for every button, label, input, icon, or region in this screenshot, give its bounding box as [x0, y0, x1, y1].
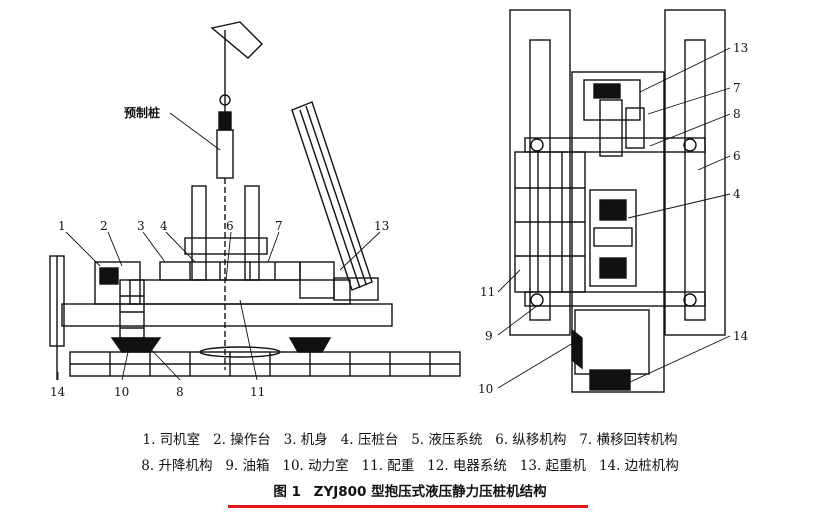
legend-item: 13. 起重机	[519, 458, 587, 474]
label-10: 10	[114, 385, 129, 399]
legend-item: 3. 机身	[283, 432, 328, 448]
legend-item: 7. 横移回转机构	[579, 432, 678, 448]
label-13: 13	[374, 219, 389, 233]
label-r13: 13	[733, 41, 748, 55]
legend-item: 11. 配重	[361, 458, 415, 474]
legend-item: 10. 动力室	[282, 458, 349, 474]
label-r9: 9	[485, 329, 493, 343]
precast-pile-label: 预制桩	[124, 105, 160, 120]
legend-line-1: 1. 司机室 2. 操作台 3. 机身 4. 压桩台 5. 液压系统 6. 纵移…	[0, 428, 820, 448]
legend-item: 12. 电器系统	[427, 458, 507, 474]
label-2: 2	[100, 219, 108, 233]
legend-item: 9. 油箱	[225, 458, 270, 474]
legend-item: 5. 液压系统	[411, 432, 483, 448]
label-r11: 11	[480, 285, 495, 299]
legend-item: 8. 升降机构	[141, 458, 213, 474]
label-1: 1	[58, 219, 66, 233]
legend-item: 1. 司机室	[142, 432, 201, 448]
red-underline	[228, 505, 588, 508]
label-8: 8	[176, 385, 184, 399]
top-view	[509, 9, 726, 393]
label-11: 11	[250, 385, 265, 399]
label-3: 3	[137, 219, 145, 233]
label-r4: 4	[733, 187, 741, 201]
label-4: 4	[160, 219, 168, 233]
figure-number: 图 1	[273, 484, 301, 500]
side-view	[49, 21, 461, 380]
label-14: 14	[50, 385, 66, 399]
label-r6: 6	[733, 149, 741, 163]
machine-structure-diagram: 1 2 3 4 6 7 13 14 10 8 11 预制桩 13 7 8 6 4…	[49, 9, 749, 399]
label-6: 6	[226, 219, 234, 233]
legend-item: 2. 操作台	[213, 432, 271, 448]
legend-item: 6. 纵移机构	[495, 432, 567, 448]
label-r14: 14	[733, 329, 749, 343]
label-r7: 7	[733, 81, 741, 95]
top-view-labels: 13 7 8 6 4 11 9 10 14	[478, 41, 749, 396]
label-r8: 8	[733, 107, 741, 121]
legend-line-2: 8. 升降机构 9. 油箱 10. 动力室 11. 配重 12. 电器系统 13…	[0, 454, 820, 474]
figure-title: ZYJ800 型抱压式液压静力压桩机结构	[313, 484, 547, 500]
label-r10: 10	[478, 382, 493, 396]
legend-item: 4. 压桩台	[340, 432, 399, 448]
figure-caption: 图 1 ZYJ800 型抱压式液压静力压桩机结构	[0, 480, 820, 500]
legend-item: 14. 边桩机构	[598, 458, 679, 474]
side-view-labels: 1 2 3 4 6 7 13 14 10 8 11 预制桩	[50, 105, 389, 399]
label-7: 7	[275, 219, 283, 233]
